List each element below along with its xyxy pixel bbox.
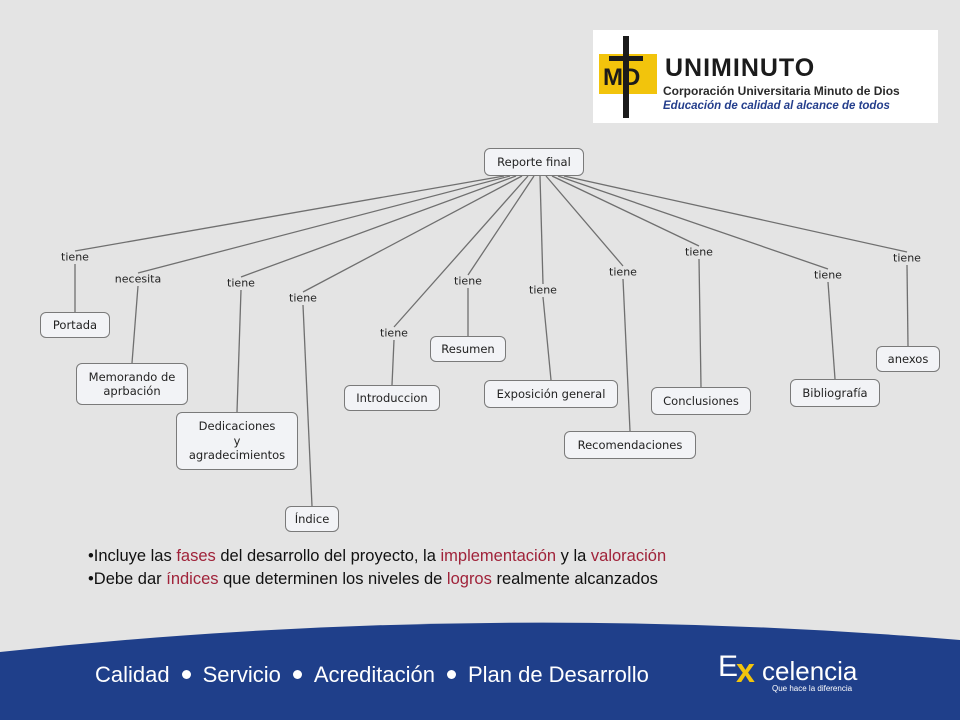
uniminuto-logo: MD UNIMINUTO Corporación Universitaria M… <box>593 30 938 123</box>
link-label-memorando: necesita <box>114 272 162 286</box>
link-label-indice: tiene <box>289 291 317 305</box>
node-conclusiones: Conclusiones <box>651 387 751 415</box>
edge-root-to-label <box>74 175 505 252</box>
link-label-introduccion: tiene <box>380 326 408 340</box>
excelencia-rest: celencia <box>762 656 858 686</box>
edge-label-to-node <box>622 278 631 432</box>
link-label-recomendaciones: tiene <box>609 265 637 279</box>
edge-root-to-label <box>467 175 535 276</box>
logo-brand: UNIMINUTO <box>665 54 816 82</box>
edge-label-to-node <box>827 281 836 380</box>
edge-label-to-node <box>131 285 139 364</box>
edge-label-to-node <box>542 296 552 381</box>
edge-root-to-label <box>545 175 624 267</box>
edge-label-to-node <box>236 289 242 413</box>
link-label-conclusiones: tiene <box>685 245 713 259</box>
link-label-anexos: tiene <box>893 251 921 265</box>
institutional-values: Calidad Servicio Acreditación Plan de Desar… <box>95 662 649 688</box>
logo-initials: MD <box>603 64 640 91</box>
bullet-list: •Incluye las fases del desarrollo del pr… <box>88 545 666 591</box>
separator-dot <box>292 670 302 680</box>
link-label-portada: tiene <box>61 250 89 264</box>
bullet-text: •Incluye las <box>88 547 177 565</box>
node-anexos: anexos <box>876 346 940 372</box>
bullet-item-fases: •Incluye las fases del desarrollo del pr… <box>88 545 666 568</box>
edge-label-to-node <box>302 304 313 507</box>
excelencia-tagline: Que hace la diferencia <box>772 684 853 693</box>
edge-label-to-node <box>906 264 909 347</box>
bullet-highlight: valoración <box>590 547 667 565</box>
edge-label-to-node <box>698 258 702 388</box>
bullet-text: realmente alcanzados <box>491 570 658 588</box>
node-portada: Portada <box>40 312 110 338</box>
bullet-highlight: índices <box>166 570 219 588</box>
node-recomendaciones: Recomendaciones <box>564 431 696 459</box>
footer-banner <box>0 600 960 720</box>
edge-root-to-label <box>563 175 908 253</box>
node-exposicion-general: Exposición general <box>484 380 618 408</box>
edge-label-to-node <box>391 339 395 386</box>
footer-wave <box>0 622 960 720</box>
bullet-highlight: logros <box>446 570 492 588</box>
bullet-text: del desarrollo del proyecto, la <box>215 547 441 565</box>
edge-root-to-label <box>302 175 523 293</box>
edge-root-to-label <box>551 175 700 247</box>
link-label-resumen: tiene <box>454 274 482 288</box>
edge-root-to-label <box>393 175 529 328</box>
edge-root-to-label <box>137 175 511 274</box>
concept-map: Reporte final tiene necesita tiene tiene… <box>38 145 942 537</box>
value-calidad: Calidad <box>95 662 170 687</box>
node-introduccion: Introduccion <box>344 385 440 411</box>
excelencia-e: E <box>718 650 739 683</box>
excelencia-x: x <box>736 652 755 690</box>
node-dedicaciones: Dedicaciones y agradecimientos <box>176 412 298 470</box>
bullet-highlight: fases <box>176 547 216 565</box>
link-label-dedicaciones: tiene <box>227 276 255 290</box>
bullet-highlight: implementación <box>440 547 557 565</box>
node-reporte-final: Reporte final <box>484 148 584 176</box>
edge-root-to-label <box>539 175 544 285</box>
bullet-text: que determinen los niveles de <box>218 570 447 588</box>
bullet-item-indices: •Debe dar índices que determinen los niv… <box>88 568 666 591</box>
separator-dot <box>446 670 456 680</box>
value-acreditacion: Acreditación <box>313 662 435 687</box>
bullet-text: y la <box>556 547 591 565</box>
md-cross-logo-icon: MD <box>599 36 657 118</box>
edge-root-to-label <box>557 175 829 270</box>
link-label-bibliografia: tiene <box>814 268 842 282</box>
value-servicio: Servicio <box>202 662 281 687</box>
node-resumen: Resumen <box>430 336 506 362</box>
node-bibliografia: Bibliografía <box>790 379 880 407</box>
bullet-text: •Debe dar <box>88 570 167 588</box>
edge-root-to-label <box>240 175 517 278</box>
link-label-exposicion: tiene <box>529 283 557 297</box>
concept-map-edges <box>74 175 909 507</box>
node-indice: Índice <box>285 506 339 532</box>
logo-subtitle: Corporación Universitaria Minuto de Dios <box>663 84 900 98</box>
logo-slogan: Educación de calidad al alcance de todos <box>663 100 890 112</box>
node-memorando: Memorando de aprbación <box>76 363 188 405</box>
value-plan-de-desarrollo: Plan de Desarrollo <box>467 662 649 687</box>
separator-dot <box>181 670 191 680</box>
